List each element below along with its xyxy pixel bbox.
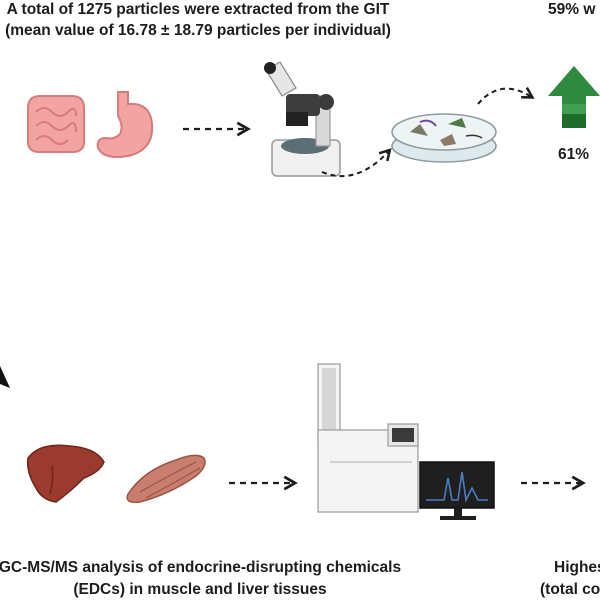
top-caption-line1: A total of 1275 particles were extracted… (6, 1, 390, 18)
percent-top-label: 59% w (548, 1, 596, 18)
bottom-caption-line2: (EDCs) in muscle and liver tissues (73, 581, 327, 598)
bottom-caption-line1: GC-MS/MS analysis of endocrine-disruptin… (0, 559, 402, 576)
curved-arrow-2 (321, 148, 392, 177)
petri-dish-icon (391, 113, 497, 163)
stomach-icon (96, 91, 154, 158)
top-caption-line2: (mean value of 16.78 ± 18.79 particles p… (5, 22, 391, 39)
right-bottom-line1: Highes (554, 559, 600, 576)
gc-ms-instrument-icon (317, 363, 419, 513)
intestine-icon (27, 95, 85, 153)
green-up-arrow-icon (548, 66, 600, 128)
muscle-icon (126, 454, 206, 504)
curved-arrow-3 (477, 86, 535, 105)
partial-arrowhead-icon (0, 366, 10, 388)
monitor-chromatogram-icon (419, 461, 495, 520)
percent-bottom-label: 61% (558, 146, 590, 163)
right-bottom-line2: (total co (540, 581, 600, 598)
microscope-icon (264, 61, 341, 177)
liver-icon (26, 444, 105, 503)
